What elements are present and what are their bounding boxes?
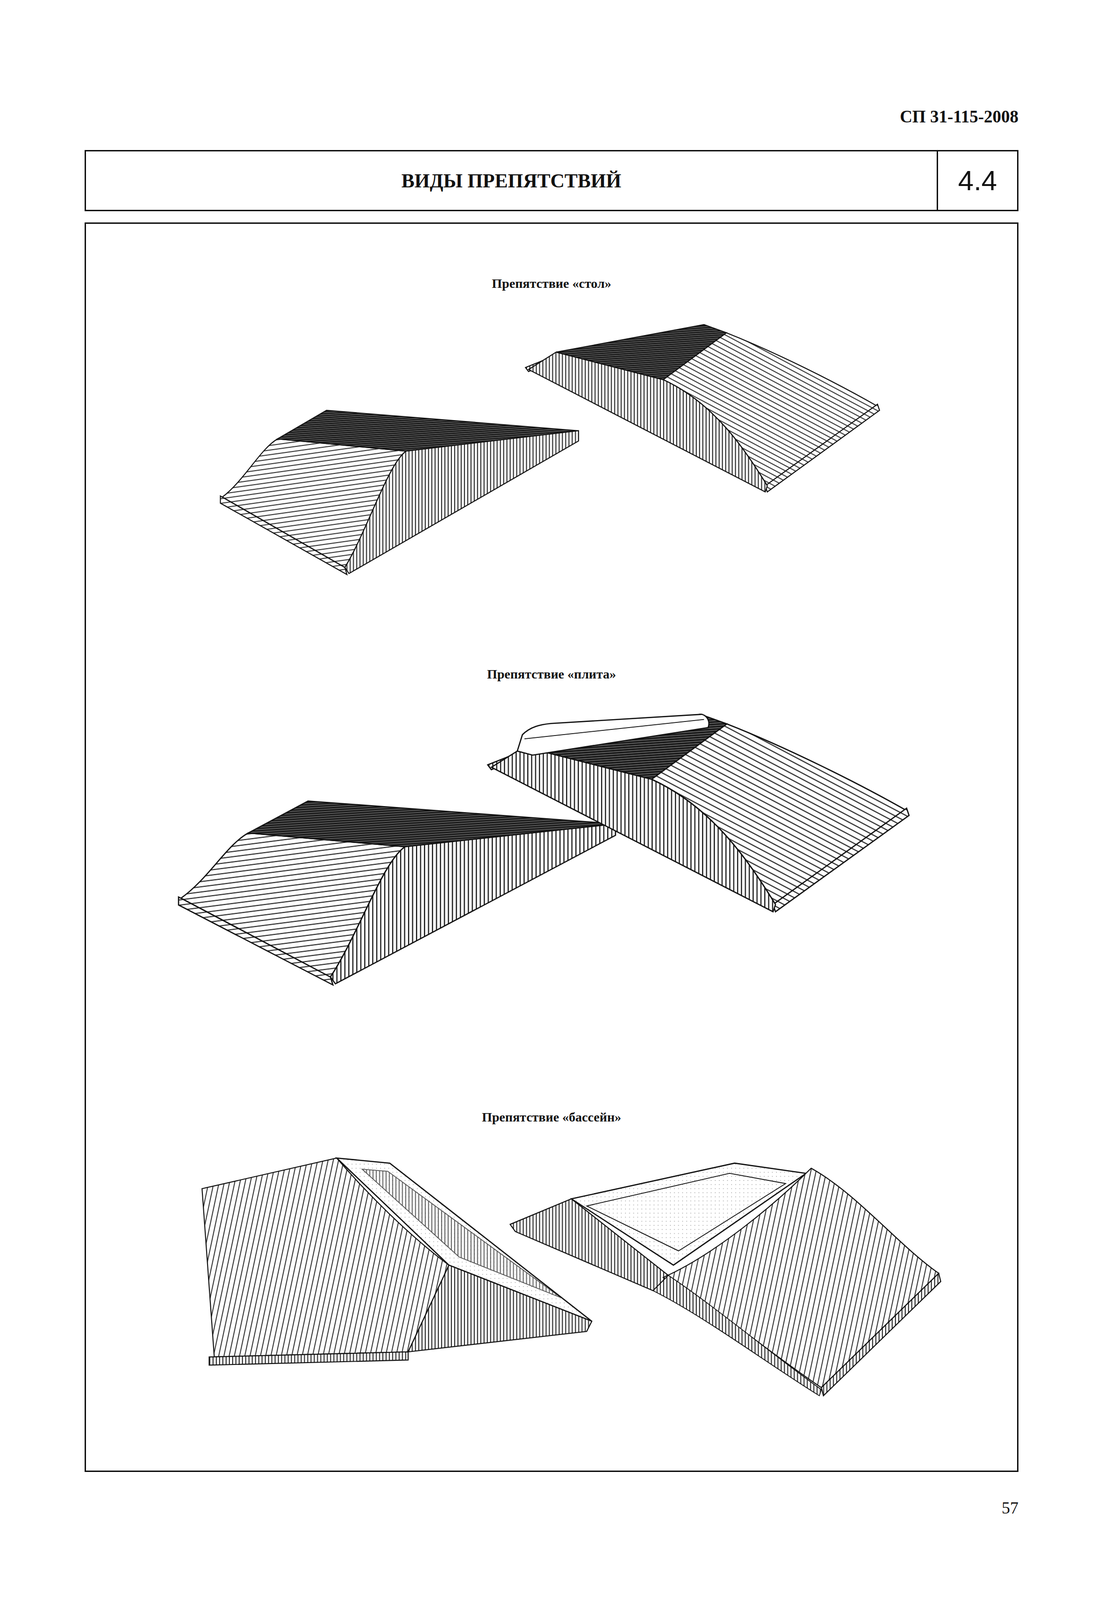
sheet-number-cell: 4.4 <box>936 150 1019 212</box>
figure-caption: Препятствие «стол» <box>86 276 1018 292</box>
page-number: 57 <box>1001 1498 1019 1519</box>
sheet-number: 4.4 <box>958 164 997 197</box>
title-row-frame: ВИДЫ ПРЕПЯТСТВИЙ <box>84 150 937 212</box>
document-code: СП 31-115-2008 <box>899 106 1019 127</box>
figure-caption: Препятствие «бассейн» <box>86 1110 1018 1126</box>
illustration-frame: Препятствие «стол» Препятствие «плита» Пре… <box>84 222 1019 1473</box>
section-title: ВИДЫ ПРЕПЯТСТВИЙ <box>401 169 622 193</box>
figure-caption: Препятствие «плита» <box>86 666 1018 682</box>
